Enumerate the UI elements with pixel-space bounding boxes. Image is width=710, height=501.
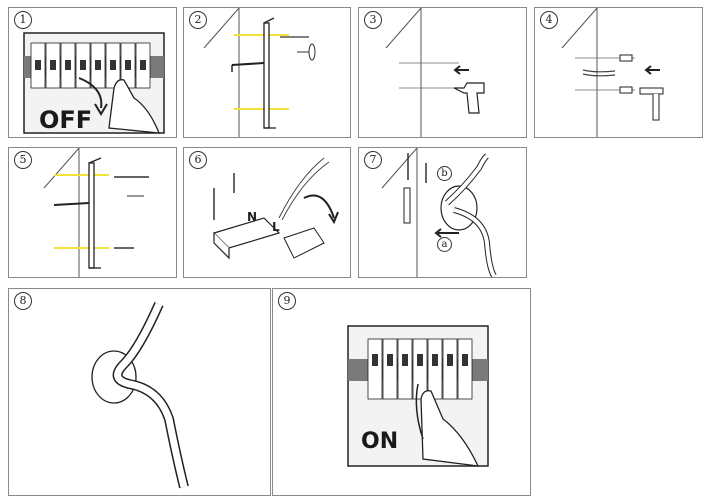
step-2-panel: 2: [183, 7, 351, 138]
step-4-panel: 4: [534, 7, 703, 138]
step-8-panel: 8: [8, 288, 271, 496]
on-label: ON: [361, 429, 399, 454]
step-6-panel: 6 N L: [183, 147, 351, 278]
bracket-mounting-illustration: [43, 148, 149, 277]
step-number: 2: [189, 11, 207, 29]
wire-label-n: N: [247, 210, 258, 224]
step-number: 9: [278, 292, 296, 310]
bracket-marking-illustration: [203, 8, 316, 137]
wiring-connection-illustration: [212, 157, 339, 260]
fixture-attachment-illustration: [381, 148, 497, 277]
step-number: 6: [189, 151, 207, 169]
step-5-panel: 5: [8, 147, 177, 278]
marker-a: a: [437, 237, 452, 252]
step-number: 8: [14, 292, 32, 310]
anchor-insertion-illustration: [561, 8, 664, 137]
marker-b: b: [437, 166, 452, 181]
step-9-panel: 9 ON: [272, 288, 531, 496]
step-3-panel: 3: [358, 7, 527, 138]
breaker-off-illustration: [23, 32, 165, 134]
step-number: 3: [364, 11, 382, 29]
step-1-panel: 1 OFF: [8, 7, 177, 138]
drilling-illustration: [385, 8, 485, 137]
step-number: 5: [14, 151, 32, 169]
breaker-on-illustration: [347, 325, 489, 467]
step-number: 7: [364, 151, 382, 169]
off-label: OFF: [39, 106, 93, 134]
installed-fixture-illustration: [91, 301, 189, 489]
step-number: 4: [540, 11, 558, 29]
wire-label-l: L: [272, 220, 280, 234]
step-number: 1: [14, 11, 32, 29]
step-7-panel: 7 b a: [358, 147, 527, 278]
